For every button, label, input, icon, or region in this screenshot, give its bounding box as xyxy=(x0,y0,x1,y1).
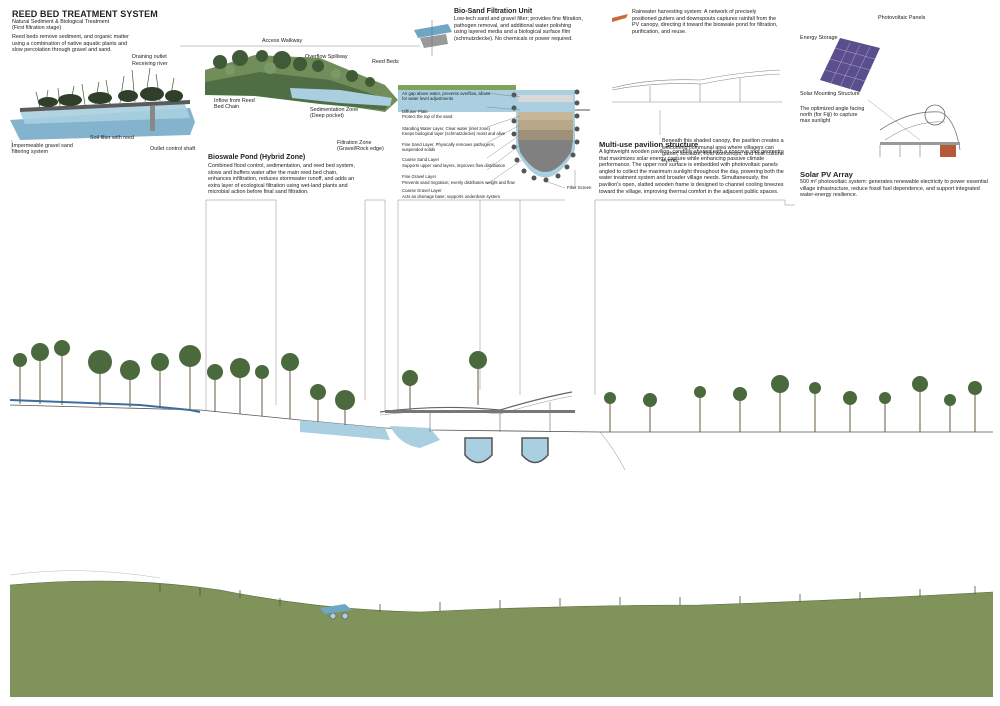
label-impermeable-filter: Impermeable gravel sand filtering system xyxy=(12,143,73,156)
biosand-layer-fine-gravel-detail: Prevents sand migration; evenly distribu… xyxy=(402,180,515,185)
label-solar-mounting: Solar Mounting Structure xyxy=(800,91,860,97)
biosand-filter-drawing xyxy=(398,85,590,189)
biosand-icon-drawing xyxy=(414,20,452,56)
label-reed-beds: Reed Beds xyxy=(372,59,399,65)
leader-lines xyxy=(11,45,795,412)
bioswale-pond-drawing xyxy=(205,50,398,112)
bioswale-title: Bioswale Pond (Hybrid Zone) xyxy=(208,154,306,161)
solar-description: 500 m² photovoltaic system: generates re… xyxy=(800,179,988,199)
label-soil-filter: Soil filter with reed xyxy=(90,135,135,141)
bioswale-description: Combined flood control, sedimentation, a… xyxy=(208,163,355,196)
label-access-walkway: Access Walkway xyxy=(262,38,303,44)
main-section-drawing xyxy=(9,340,993,471)
biosand-layer-fine-gravel: Fine Gravel Layer xyxy=(402,174,437,179)
pavilion-description: A lightweight wooden pavilion, carefully… xyxy=(599,149,784,195)
biosand-layer-coarse-gravel: Coarse Gravel Layer xyxy=(402,188,442,193)
pavilion-title: Multi-use pavilion structure xyxy=(599,140,699,149)
biosand-layer-fine-sand: Fine Sand Layer, Physically removes path… xyxy=(402,142,495,152)
label-filter-screen: Filter Screen xyxy=(567,185,592,190)
tree-row xyxy=(13,340,982,432)
label-energy-storage: Energy Storage xyxy=(800,35,838,41)
biosand-layer-standing-water: Standing Water Layer, Clear water (inlet… xyxy=(402,126,490,131)
biosand-layer-coarse-sand-detail: Supports upper sand layers, improves flo… xyxy=(402,163,506,168)
biosand-title: Bio-Sand Filtration Unit xyxy=(454,8,533,15)
rainwater-icon-drawing xyxy=(612,14,628,22)
label-receiving-river: Receiving river xyxy=(132,61,168,67)
biosand-layer-diffuser: Diffuser Plate xyxy=(402,109,428,114)
label-filtration-zone: Filtration Zone (Gravel/Rock edge) xyxy=(337,140,384,153)
reed-bed-subtitle-2: (First filtration stage) xyxy=(12,25,62,31)
landscape-section-drawing xyxy=(9,570,994,697)
biosand-layer-coarse-gravel-detail: Acts as drainage base; supports underdra… xyxy=(402,194,500,199)
reed-bed-description: Reed beds remove sediment, and organic m… xyxy=(12,34,129,54)
reed-bed-subtitle-1: Natural Sediment & Biological Treatment xyxy=(12,19,110,25)
reed-bed-title: REED BED TREATMENT SYSTEM xyxy=(12,9,158,19)
biosand-layer-diffuser-detail: Protect the top of the sand xyxy=(402,114,453,119)
biosand-description: Low-tech sand and gravel filter; provide… xyxy=(454,16,583,42)
label-overflow-spillway: Overflow Spillway xyxy=(305,54,348,60)
label-photovoltaic-panels: Photovoltaic Panels xyxy=(878,15,926,21)
label-sedimentation-zone: Sedimentation Zone (Deep pocket) xyxy=(310,107,359,120)
solar-title: Solar PV Array xyxy=(800,170,853,179)
canopy-description: Beneath this shaded canopy, the pavilion… xyxy=(662,138,784,164)
label-draining-outlet: Draining outlet xyxy=(132,54,167,60)
pavilion-canopy-drawing xyxy=(611,69,782,103)
label-outlet-shaft: Outlet control shaft xyxy=(150,146,196,152)
reed-bed-section-drawing xyxy=(10,67,195,140)
label-optimized-angle: The optimized angle facing north (for Fi… xyxy=(800,106,865,125)
label-inflow-reed-bed-chain: Inflow from Reed Bed Chain xyxy=(214,98,255,111)
rainwater-description: Rainwater harvesting system: A network o… xyxy=(632,9,778,35)
biosand-layer-air-gap: Air gap above water, prevents overflow, … xyxy=(402,91,491,101)
biosand-layer-standing-water-detail: Keeps biological layer (schmutzdecke) mo… xyxy=(402,131,506,136)
biosand-layer-coarse-sand: Coarse Sand Layer xyxy=(402,157,440,162)
solar-array-drawing xyxy=(820,38,961,157)
